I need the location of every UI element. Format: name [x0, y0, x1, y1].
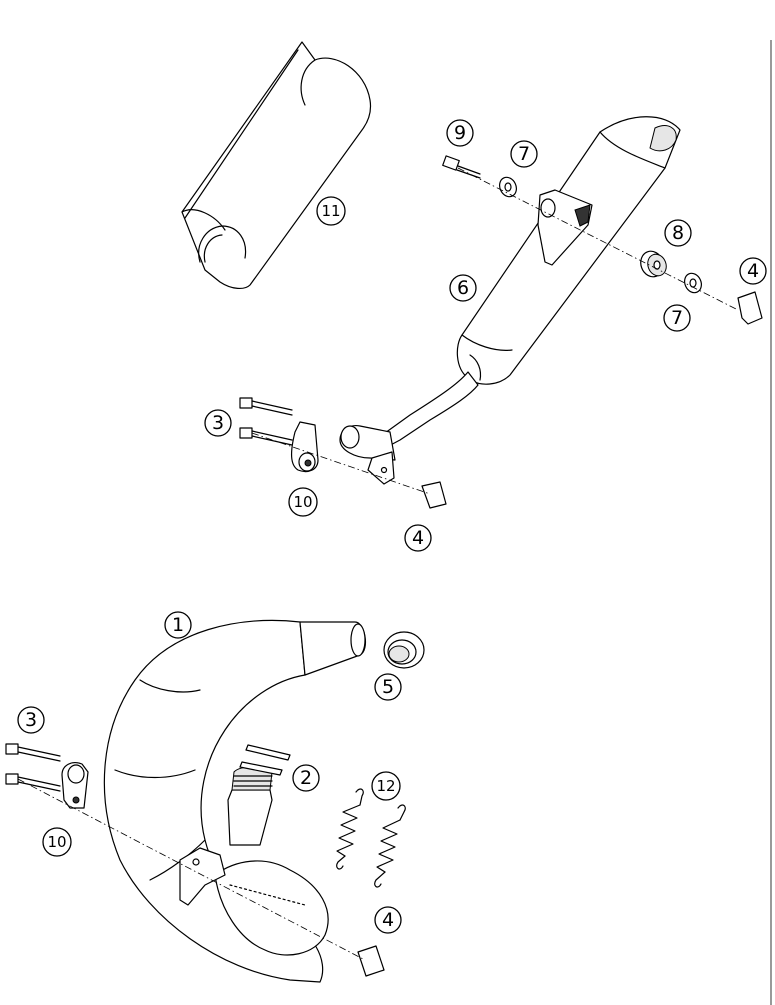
callout-9: 9 — [446, 119, 474, 147]
callout-7-lower-label: 7 — [671, 307, 683, 329]
callout-2: 2 — [292, 764, 320, 792]
callout-1: 1 — [164, 611, 192, 639]
callout-11-label: 11 — [321, 202, 340, 220]
callout-8: 8 — [664, 219, 692, 247]
callout-12-label: 12 — [376, 777, 395, 795]
callout-7-lower: 7 — [663, 304, 691, 332]
callout-6-label: 6 — [457, 277, 469, 299]
callout-11: 11 — [316, 196, 346, 226]
callout-4-middle-label: 4 — [412, 527, 424, 549]
callout-4-upper-label: 4 — [747, 260, 759, 282]
heat-shield-sleeve — [181, 41, 372, 289]
callout-9-label: 9 — [454, 122, 466, 144]
connecting-pipe — [339, 354, 482, 485]
callout-4-middle: 4 — [404, 524, 432, 552]
callout-6: 6 — [449, 274, 477, 302]
exhaust-pipe — [103, 619, 367, 983]
manifold-sleeve — [383, 631, 425, 669]
springs — [336, 788, 406, 888]
callout-3-upper-label: 3 — [212, 412, 224, 434]
callout-10-lower: 10 — [42, 827, 72, 857]
silencer — [456, 116, 681, 385]
callout-4-lower-label: 4 — [382, 909, 394, 931]
callout-3-lower: 3 — [17, 706, 45, 734]
gaskets — [239, 744, 291, 776]
callout-5: 5 — [374, 673, 402, 701]
callout-4-upper: 4 — [739, 257, 767, 285]
callout-10-upper-label: 10 — [293, 493, 312, 511]
callout-2-label: 2 — [300, 767, 312, 789]
callout-7-upper: 7 — [510, 140, 538, 168]
callout-4-lower: 4 — [374, 906, 402, 934]
callout-10-lower-label: 10 — [47, 833, 66, 851]
upper-mounting-hardware — [442, 155, 763, 325]
callout-3-upper: 3 — [204, 409, 232, 437]
callout-1-label: 1 — [172, 614, 184, 636]
callout-5-label: 5 — [382, 676, 394, 698]
silencer-bracket-hardware — [239, 397, 447, 509]
callout-3-lower-label: 3 — [25, 709, 37, 731]
pipe-mounting-hardware — [5, 743, 385, 977]
callout-12: 12 — [371, 771, 401, 801]
callout-7-upper-label: 7 — [518, 143, 530, 165]
callout-10-upper: 10 — [288, 487, 318, 517]
callout-8-label: 8 — [672, 222, 684, 244]
